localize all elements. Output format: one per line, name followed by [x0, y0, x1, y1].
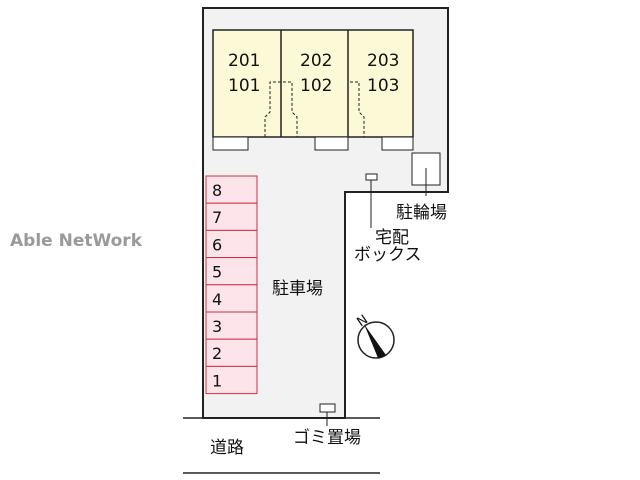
parking-slots: 8 7 6 5 4 3 2 1 — [205, 175, 258, 395]
parking-slot-number: 3 — [212, 317, 222, 336]
parking-slot-number: 7 — [212, 208, 222, 227]
svg-text:102: 102 — [300, 76, 332, 96]
parking-slot-3 — [205, 311, 258, 340]
parking-slot-5 — [205, 257, 258, 286]
parking-slot-number: 8 — [212, 181, 222, 200]
delivery-box — [365, 173, 378, 181]
parking-slot-number: 5 — [212, 263, 222, 282]
garbage-area — [319, 403, 336, 413]
parking-slot-7 — [205, 202, 258, 231]
parking-slot-number: 4 — [212, 290, 222, 309]
building — [212, 29, 414, 151]
road-label: 道路 — [210, 438, 244, 458]
parking-slot-number: 1 — [212, 371, 222, 390]
svg-text:202: 202 — [300, 51, 332, 71]
garbage-label: ゴミ置場 — [293, 427, 361, 448]
delivery-box-label-1: 宅配 — [375, 228, 409, 248]
unit-202-102: 202 102 — [300, 51, 332, 96]
watermark: Able NetWork — [10, 231, 143, 251]
svg-text:203: 203 — [367, 51, 399, 71]
unit-203-103: 203 103 — [367, 51, 399, 96]
parking-slot-6 — [205, 229, 258, 259]
parking-slot-number: 2 — [212, 344, 222, 363]
parking-slot-number: 6 — [212, 235, 222, 254]
north-compass-icon: N — [354, 312, 395, 359]
bicycle-parking-label: 駐輪場 — [396, 203, 447, 223]
svg-text:201: 201 — [228, 51, 260, 71]
svg-text:101: 101 — [228, 76, 260, 96]
parking-label: 駐車場 — [272, 279, 323, 299]
parking-slot-1 — [205, 365, 258, 395]
delivery-box-label-2: ボックス — [354, 245, 422, 265]
svg-text:103: 103 — [367, 76, 399, 96]
unit-201-101: 201 101 — [228, 51, 260, 96]
parking-slot-2 — [205, 338, 258, 367]
